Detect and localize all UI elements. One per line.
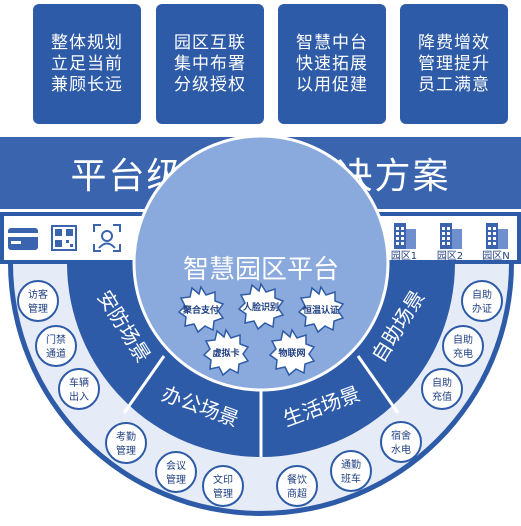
sector-ring <box>67 263 455 457</box>
outer-item-line-1: 自助 <box>432 376 452 389</box>
park-1: 园区1 <box>391 223 417 262</box>
outer-item-line-2: 管理 <box>28 302 48 315</box>
top-box-4-line-2: 管理提升 <box>418 53 490 74</box>
outer-item-line-1: 访客 <box>28 288 48 301</box>
top-box-2-line-2: 集中布署 <box>174 53 246 74</box>
outer-item-circle <box>17 280 59 322</box>
outer-item-circle <box>276 465 318 507</box>
gear-label: 聚合支付 <box>182 304 219 316</box>
outer-item-line-2: 出入 <box>69 390 89 403</box>
top-box-4-line-1: 降费增效 <box>418 32 490 53</box>
qr-code-icon <box>51 225 77 251</box>
outer-item-circle <box>421 368 463 410</box>
top-box-1-line-1: 整体规划 <box>51 32 123 53</box>
outer-item-circle <box>58 368 100 410</box>
platform-title: 智慧园区平台 <box>183 255 339 285</box>
gear-3: 恒温认证 <box>298 286 344 333</box>
outer-item-line-2: 充电 <box>453 347 473 360</box>
outer-item-circle <box>155 451 197 493</box>
outer-item-line-2: 班车 <box>341 472 361 485</box>
gear-label: 虚拟卡 <box>212 347 239 359</box>
park-label: 园区2 <box>437 250 463 262</box>
outer-item-circle <box>442 325 484 367</box>
outer-item-line-2: 通道 <box>46 347 66 360</box>
park-label: 园区N <box>482 250 509 262</box>
top-box-3-line-2: 快速拓展 <box>296 53 368 74</box>
outer-item-line-1: 考勤 <box>116 430 136 443</box>
outer-item-circle <box>35 325 77 367</box>
outer-item-line-1: 餐饮 <box>287 473 307 486</box>
top-box-2-line-3: 分级授权 <box>174 74 246 95</box>
outer-item-line-1: 车辆 <box>69 376 89 389</box>
top-box-4: 降费增效 管理提升 员工满意 <box>400 4 508 124</box>
gear-2: 人脸识别 <box>238 283 284 330</box>
outer-item-circle <box>461 280 503 322</box>
building-icon <box>486 223 508 249</box>
outer-item-line-2: 水电 <box>391 443 411 456</box>
park-3: 园区N <box>482 223 510 262</box>
outer-item-circle <box>202 465 244 507</box>
gear-label: 恒温认证 <box>303 304 339 316</box>
gear-1: 聚合支付 <box>178 286 224 333</box>
top-box-4-line-3: 员工满意 <box>418 74 490 95</box>
park-2: 园区2 <box>437 223 463 262</box>
outer-item-line-1: 门禁 <box>46 333 66 346</box>
card-icon <box>8 228 38 250</box>
top-box-3-line-1: 智慧中台 <box>296 32 368 53</box>
outer-item-line-1: 会议 <box>166 459 186 472</box>
outer-item-line-1: 宿舍 <box>391 429 411 442</box>
outer-item-line-1: 文印 <box>213 473 233 486</box>
outer-item-line-1: 自助 <box>472 288 492 301</box>
outer-item-circle <box>105 422 147 464</box>
park-label: 园区1 <box>391 250 417 262</box>
gear-5: 物联网 <box>269 329 315 376</box>
gear-label: 物联网 <box>278 347 305 359</box>
top-box-3-line-3: 以用促建 <box>296 74 368 95</box>
outer-item-line-1: 通勤 <box>341 458 361 471</box>
outer-item-circle <box>330 450 372 492</box>
top-box-2: 园区互联 集中布署 分级授权 <box>156 4 264 124</box>
outer-item-line-2: 充值 <box>432 390 452 403</box>
outer-items: 访客管理门禁通道车辆出入考勤管理会议管理文印管理餐饮商超通勤班车宿舍水电自助充值… <box>17 280 503 507</box>
park-icons: 园区1 园区2 园区N <box>391 223 510 262</box>
outer-item-line-2: 管理 <box>166 473 186 486</box>
outer-item-line-2: 商超 <box>287 487 307 500</box>
outer-item-line-1: 自助 <box>453 333 473 346</box>
outer-item-line-2: 管理 <box>116 444 136 457</box>
face-scan-icon <box>93 224 121 252</box>
top-box-1: 整体规划 立足当前 兼顾长远 <box>33 4 141 124</box>
outer-item-line-2: 办证 <box>472 302 492 315</box>
outer-item-circle <box>380 421 422 463</box>
top-box-2-line-1: 园区互联 <box>174 32 246 53</box>
gear-4: 虚拟卡 <box>203 329 249 376</box>
top-box-3: 智慧中台 快速拓展 以用促建 <box>278 4 386 124</box>
outer-item-line-2: 管理 <box>213 487 233 500</box>
top-box-1-line-2: 立足当前 <box>51 53 123 74</box>
building-icon <box>440 223 462 249</box>
top-box-1-line-3: 兼顾长远 <box>51 74 123 95</box>
gear-label: 人脸识别 <box>242 301 279 313</box>
building-icon <box>394 223 416 249</box>
